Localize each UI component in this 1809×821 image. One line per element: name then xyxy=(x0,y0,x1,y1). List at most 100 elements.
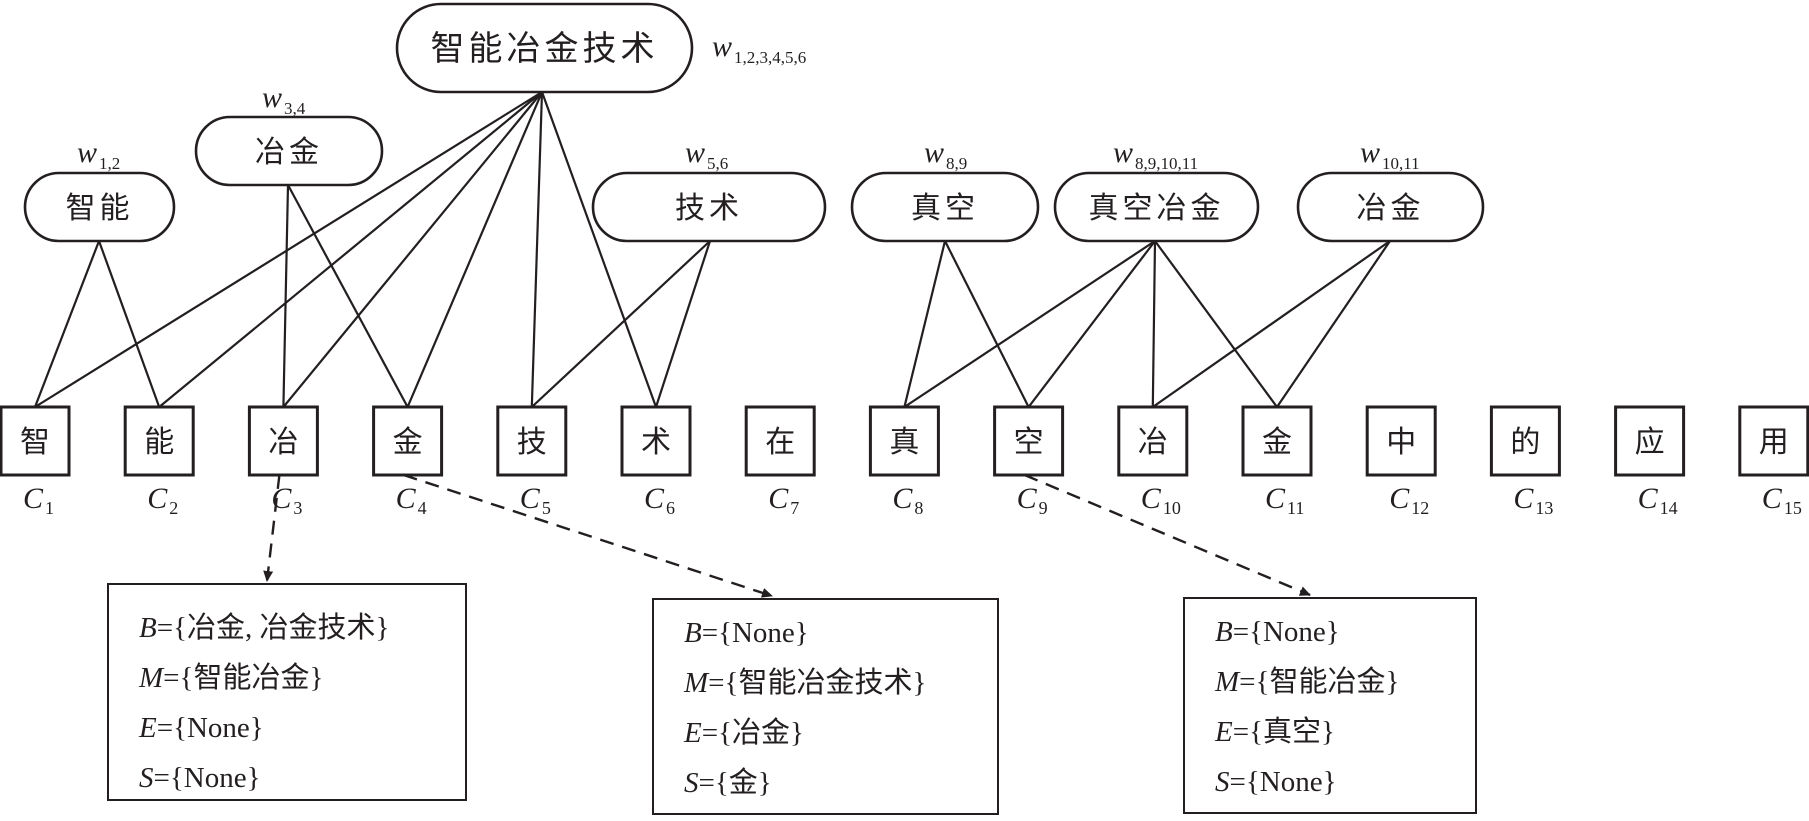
char-text: 金 xyxy=(393,425,423,460)
char-box xyxy=(1489,405,1561,477)
set-line-m: M={智能冶金} xyxy=(1215,665,1399,699)
char-subscript: 3 xyxy=(293,498,302,518)
set-value: ={None} xyxy=(156,712,264,744)
set-variable: E xyxy=(684,717,702,749)
char-box xyxy=(0,405,71,477)
char-text: 技 xyxy=(517,425,547,460)
set-variable: S xyxy=(684,767,699,799)
set-value: ={None} xyxy=(153,762,261,794)
char-text: 中 xyxy=(1386,425,1416,460)
char-subscript: 4 xyxy=(418,498,427,518)
char-symbol: C xyxy=(1017,482,1038,515)
set-value: ={冶金} xyxy=(701,717,804,749)
weight-symbol: w xyxy=(77,136,97,169)
char-symbol: C xyxy=(1638,482,1659,515)
weight-symbol: w xyxy=(924,136,944,169)
char-box xyxy=(1365,405,1437,477)
dashed-arrow-c3 xyxy=(263,474,281,582)
char-symbol: C xyxy=(892,482,913,515)
set-value: ={智能冶金} xyxy=(1239,666,1400,698)
set-value: ={智能冶金} xyxy=(163,662,324,694)
set-value: ={None} xyxy=(1232,616,1340,648)
weight-symbol: w xyxy=(685,136,705,169)
char-subscript: 15 xyxy=(1784,498,1802,518)
char-subscript: 8 xyxy=(914,498,923,518)
edge-w10-11-to-c10 xyxy=(1152,240,1391,408)
char-subscript: 9 xyxy=(1039,498,1048,518)
char-symbol: C xyxy=(1265,482,1286,515)
char-box xyxy=(1738,405,1809,477)
char-text: 空 xyxy=(1014,425,1044,460)
set-line-e: E={真空} xyxy=(1215,715,1335,749)
set-line-s: S={金} xyxy=(684,766,772,800)
set-line-b: B={None} xyxy=(1215,615,1340,649)
char-symbol: C xyxy=(147,482,168,515)
edge-w3-4-to-c3 xyxy=(282,184,290,408)
edge-w1-6-to-c6 xyxy=(540,91,658,408)
set-variable: M xyxy=(684,667,709,699)
char-symbol: C xyxy=(1141,482,1162,515)
char-symbol: C xyxy=(768,482,789,515)
char-text: 应 xyxy=(1635,425,1665,460)
set-variable: B xyxy=(684,617,702,649)
char-symbol: C xyxy=(1389,482,1410,515)
set-value: ={None} xyxy=(701,617,809,649)
char-subscript: 6 xyxy=(666,498,675,518)
char-text: 冶 xyxy=(1138,425,1168,460)
char-subscript: 13 xyxy=(1535,498,1553,518)
dashed-arrows-layer xyxy=(263,473,1311,598)
set-line-b: B={冶金, 冶金技术} xyxy=(139,611,389,645)
char-box xyxy=(1117,405,1189,477)
weight-subscript: 3,4 xyxy=(284,99,306,118)
word-node-shape xyxy=(194,115,384,187)
weight-symbol: w xyxy=(1360,136,1380,169)
set-value: ={冶金, 冶金技术} xyxy=(156,612,390,644)
edge-w1-6-to-c5 xyxy=(530,91,544,408)
char-symbol: C xyxy=(1762,482,1783,515)
candidate-sets-box-c9: B={None} M={智能冶金} E={真空} S={None} xyxy=(1183,597,1477,814)
set-line-e: E={None} xyxy=(139,711,264,745)
edge-w3-4-to-c4 xyxy=(287,184,409,408)
set-value: ={真空} xyxy=(1232,716,1335,748)
set-variable: S xyxy=(139,762,154,794)
set-variable: M xyxy=(139,662,164,694)
word-node-shape xyxy=(1296,171,1485,243)
char-subscript: 12 xyxy=(1411,498,1429,518)
edge-w1-2-to-c2 xyxy=(97,240,161,408)
char-subscript: 5 xyxy=(542,498,551,518)
set-line-s: S={None} xyxy=(1215,765,1337,799)
edge-w8-9-to-c8 xyxy=(903,240,947,408)
char-symbol: C xyxy=(23,482,44,515)
set-value: ={金} xyxy=(698,767,772,799)
set-variable: M xyxy=(1215,666,1240,698)
set-line-s: S={None} xyxy=(139,761,261,795)
char-subscript: 10 xyxy=(1163,498,1181,518)
word-node-text: 技术 xyxy=(675,191,743,226)
edge-w5-6-to-c6 xyxy=(654,240,712,408)
word-node-text: 真空 xyxy=(911,191,979,226)
